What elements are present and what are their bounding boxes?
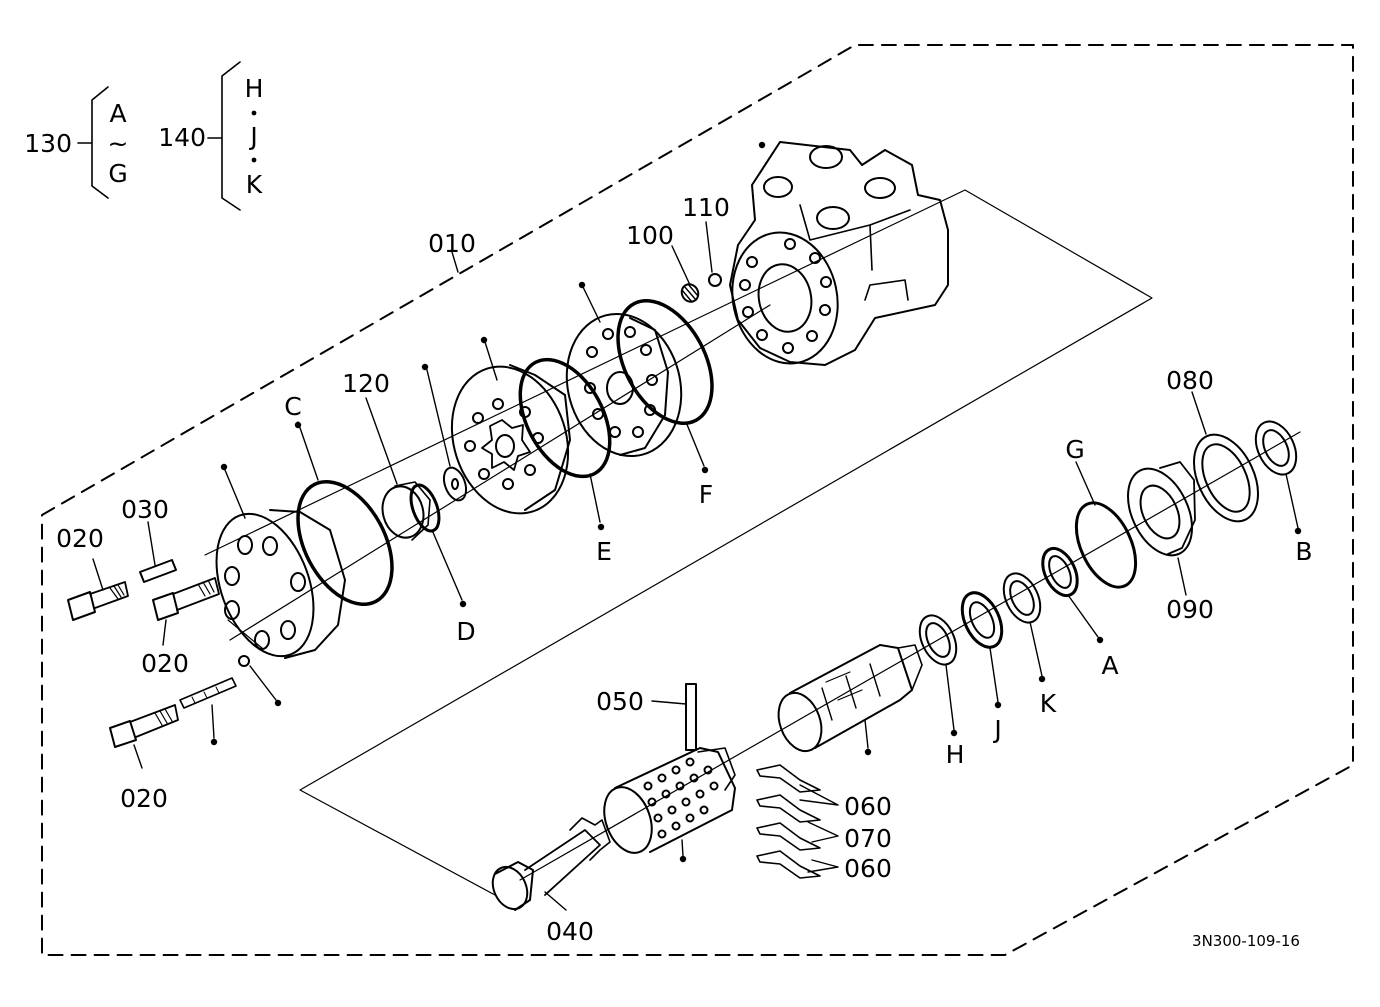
- long-rod: [179, 677, 237, 709]
- seal-label-c: C: [284, 392, 301, 421]
- spacer-plate: [565, 312, 683, 458]
- part-label-050: 050: [596, 687, 644, 716]
- gerotor-star: [481, 419, 531, 471]
- axis-line-lower: [519, 431, 1301, 881]
- kit-140-dot: [251, 157, 257, 163]
- part-050-pin: [685, 683, 697, 751]
- part-label-020-upper: 020: [56, 524, 104, 553]
- callout-dot: [421, 363, 429, 371]
- housing-face: [731, 231, 839, 365]
- kit-group-140: 140 H J K: [158, 61, 264, 211]
- part-080-seal: [1193, 433, 1259, 523]
- housing-bore: [757, 263, 813, 333]
- seal-j: [960, 591, 1004, 649]
- seal-label-f: F: [699, 480, 713, 509]
- part-090-bearing: [1127, 461, 1196, 557]
- kit-140-dot: [251, 110, 257, 116]
- part-label-070: 070: [844, 824, 892, 853]
- ring-b: [1254, 420, 1298, 476]
- seal-label-d: D: [456, 617, 475, 646]
- check-ball: [238, 655, 250, 667]
- part-label-020-middle: 020: [141, 649, 189, 678]
- o-ring-g: [1074, 501, 1138, 589]
- kit-130-end: G: [108, 159, 127, 188]
- seal-label-j: J: [992, 715, 1001, 744]
- housing-port-1: [809, 145, 843, 169]
- part-label-060-upper: 060: [844, 792, 892, 821]
- bracket-130: [77, 86, 109, 199]
- kit-130-start: A: [109, 99, 126, 128]
- part-030-pin: [139, 559, 177, 583]
- seal-label-a: A: [1101, 651, 1118, 680]
- part-120-plug: [381, 481, 431, 541]
- bolt-020-upper: [67, 581, 129, 621]
- part-label-100: 100: [626, 221, 674, 250]
- valve-housing: [729, 141, 949, 366]
- kit-140-item-k: K: [246, 170, 263, 199]
- seal-k: [1002, 572, 1042, 624]
- assembly-boundary: [41, 44, 1354, 956]
- upper-guide-line: [204, 189, 1153, 896]
- centering-springs: [756, 764, 821, 879]
- housing-port-4: [816, 206, 850, 230]
- part-label-120: 120: [342, 369, 390, 398]
- housing-port-3: [864, 177, 896, 199]
- kit-number-140: 140: [158, 123, 206, 152]
- part-100-set-screw: [680, 283, 700, 303]
- seal-label-b: B: [1295, 537, 1312, 566]
- gerotor-set: [450, 364, 571, 515]
- kit-140-item-j: J: [248, 122, 257, 151]
- part-040-drive-shaft: [491, 817, 611, 911]
- spool-sleeve: [603, 747, 736, 854]
- drawing-reference-code: 3N300-109-16: [1192, 932, 1300, 950]
- kit-130-range-symbol: ~: [108, 129, 129, 158]
- o-ring-d: [409, 483, 441, 533]
- callout-dot: [578, 281, 586, 289]
- seal-h: [918, 614, 958, 666]
- o-ring-e: [518, 357, 612, 479]
- bolt-020-lower: [109, 704, 179, 748]
- housing-port-2: [763, 176, 793, 198]
- spool: [777, 644, 923, 753]
- callout-dot: [758, 141, 766, 149]
- washer: [442, 466, 468, 502]
- part-label-010: 010: [428, 229, 476, 258]
- seal-label-h: H: [946, 740, 965, 769]
- kit-number-130: 130: [24, 129, 72, 158]
- o-ring-c: [296, 480, 394, 606]
- seal-a: [1041, 546, 1079, 598]
- part-110-ball: [708, 273, 722, 287]
- part-label-020-lower: 020: [120, 784, 168, 813]
- end-cover: [215, 509, 346, 659]
- kit-140-item-h: H: [245, 74, 264, 103]
- o-ring-f: [616, 299, 714, 425]
- part-label-080: 080: [1166, 366, 1214, 395]
- part-label-060-lower: 060: [844, 854, 892, 883]
- bracket-140: [207, 61, 241, 211]
- part-label-040: 040: [546, 917, 594, 946]
- housing-body: [729, 141, 949, 366]
- callout-dot: [480, 336, 488, 344]
- axis-line-upper: [229, 304, 771, 641]
- part-label-090: 090: [1166, 595, 1214, 624]
- seal-label-g: G: [1065, 435, 1084, 464]
- callout-dot: [220, 463, 228, 471]
- kit-group-130: 130 A ~ G: [24, 86, 129, 199]
- seal-label-k: K: [1040, 689, 1057, 718]
- part-label-110: 110: [682, 193, 730, 222]
- bolt-020-middle: [152, 577, 220, 621]
- seal-label-e: E: [596, 537, 612, 566]
- part-label-030: 030: [121, 495, 169, 524]
